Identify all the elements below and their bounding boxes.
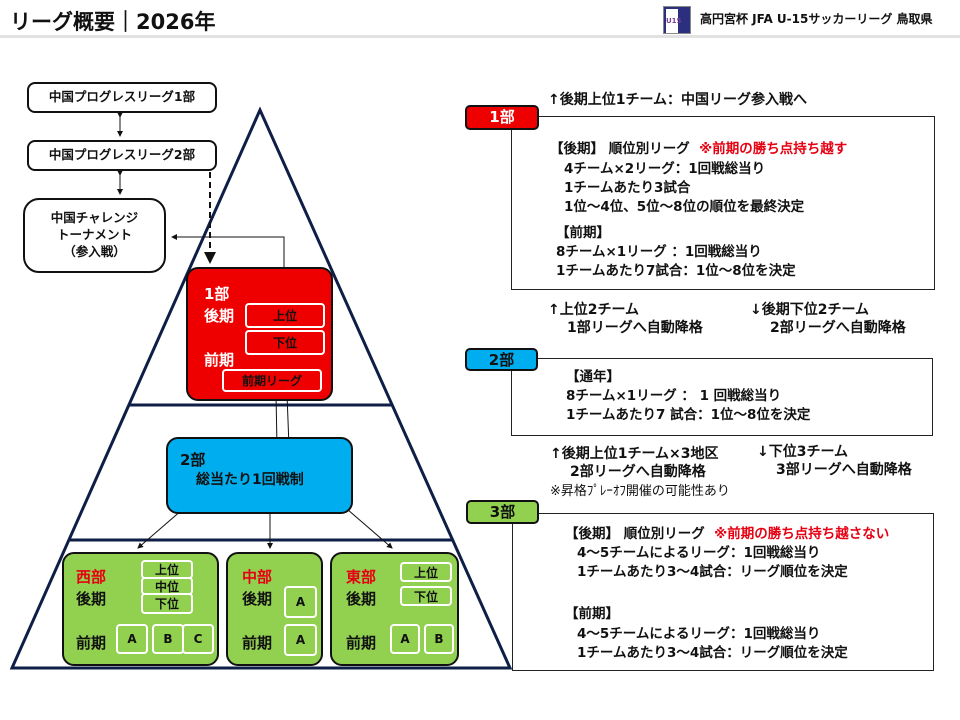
text-label: ↓下位3チーム: [757, 444, 849, 460]
group-box: B: [424, 624, 454, 654]
div1-details: 【後期】 順位別リーグ ※前期の勝ち点持ち越す 4チーム×2リーグ：1回戦総当り…: [511, 116, 935, 290]
text-label: 1部リーグへ自動降格: [567, 320, 703, 336]
text-label: 前期: [76, 634, 107, 652]
text-label: 後期: [346, 590, 377, 608]
group-box: C: [182, 624, 214, 654]
text-label: 西部: [76, 568, 107, 586]
text-label: 8チーム×1リーグ ：1回戦総当り: [556, 244, 762, 260]
text-label: ↑後期上位1チーム×3地区: [550, 446, 719, 462]
text-label: 東部: [346, 568, 377, 586]
text-label: 8チーム×1リーグ ： 1 回戦総当り: [566, 388, 782, 404]
division-2-box: 2部 総当たり1回戦制: [166, 437, 353, 514]
text-label: ↑上位2チーム: [548, 302, 640, 318]
text-label: 1位～4位、5位～8位の順位を最終決定: [564, 199, 805, 215]
div3-details: 【後期】 順位別リーグ ※前期の勝ち点持ち越さない 4～5チームによるリーグ：1…: [512, 513, 934, 671]
div1-tag: 1部: [465, 105, 539, 130]
east-region-box: 東部 後期 前期 上位 下位 A B: [330, 552, 459, 666]
text-label: 2部リーグへ自動降格: [770, 320, 906, 336]
text-label: ↓後期下位2チーム: [750, 302, 870, 318]
div2-desc: 総当たり1回戦制: [196, 472, 304, 488]
div2-details: 【通年】 8チーム×1リーグ ： 1 回戦総当り 1チームあたり7 試合：1位～…: [511, 358, 933, 436]
text-label: 【前期】: [556, 225, 610, 241]
group-box: A: [284, 586, 317, 618]
text-label: 【後期】 順位別リーグ: [550, 141, 690, 157]
text-label: 4チーム×2リーグ：1回戦総当り: [564, 161, 766, 177]
group-box: 下位: [400, 586, 452, 606]
text-label: 【通年】: [566, 369, 620, 385]
div1-early-league: 前期リーグ: [222, 369, 322, 392]
text-label: 1チームあたり7 試合：1位～8位を決定: [566, 407, 811, 423]
text-label: 【後期】 順位別リーグ: [565, 526, 705, 542]
text-label: 後期: [76, 590, 107, 608]
div1-lower-group: 下位: [245, 330, 325, 355]
text-label: 前期: [346, 634, 377, 652]
text-label: トーナメント: [56, 227, 132, 243]
text-label: ※前期の勝ち点持ち越す: [699, 141, 848, 157]
text-label: 中国チャレンジ: [50, 210, 139, 226]
text-label: 1チームあたり3～4試合：リーグ順位を決定: [577, 564, 848, 580]
group-box: A: [284, 624, 317, 656]
div1-name: 1部: [204, 285, 230, 303]
group-box: 下位: [141, 593, 193, 614]
group-box: B: [152, 624, 184, 654]
text-label: 2部リーグへ自動降格: [570, 464, 706, 480]
central-region-box: 中部 後期 前期 A A: [226, 552, 323, 666]
group-box: 上位: [400, 562, 452, 582]
text-label: （参入戦）: [63, 243, 126, 259]
logo-icon: U15: [663, 6, 691, 34]
logo-text: 高円宮杯 JFA U-15サッカーリーグ 鳥取県: [700, 12, 933, 26]
text-label: 【前期】: [565, 606, 619, 622]
text-label: ※前期の勝ち点持ち越さない: [714, 526, 890, 542]
div2-tag: 2部: [465, 348, 538, 371]
div3-tag: 3部: [466, 500, 539, 524]
text-label: U15: [666, 9, 681, 33]
text-label: 1チームあたり3～4試合：リーグ順位を決定: [577, 645, 848, 661]
progress-league-1: 中国プログレスリーグ1部: [27, 82, 217, 113]
text-label: ※昇格ﾌﾟﾚｰｵﾌ開催の可能性あり: [550, 484, 730, 499]
text-label: 中部: [242, 568, 273, 586]
text-label: 後期: [242, 590, 273, 608]
challenge-tournament: 中国チャレンジトーナメント（参入戦）: [23, 198, 166, 273]
division-1-box: 1部 後期 前期 上位 下位 前期リーグ: [186, 267, 333, 401]
text-label: 4～5チームによるリーグ：1回戦総当り: [577, 545, 821, 561]
div1-early-label: 前期: [204, 351, 235, 369]
pyramid-outline: [9, 106, 513, 670]
top-promotion-note: ↑後期上位1チーム：中国リーグ参入戦へ: [548, 92, 808, 108]
progress-league-2: 中国プログレスリーグ2部: [27, 140, 217, 171]
text-label: 前期: [242, 634, 273, 652]
group-box: A: [390, 624, 420, 654]
group-box: A: [116, 624, 148, 654]
text-label: 1チームあたり7試合：1位～8位を決定: [556, 263, 796, 279]
west-region-box: 西部 後期 前期 上位 中位 下位 A B C: [62, 552, 219, 666]
header-bar: リーグ概要｜2026年 U15 高円宮杯 JFA U-15サッカーリーグ 鳥取県: [0, 0, 960, 38]
text-label: 4～5チームによるリーグ：1回戦総当り: [577, 626, 821, 642]
div2-name: 2部: [180, 451, 206, 469]
page-title: リーグ概要｜2026年: [10, 10, 216, 34]
text-label: 1チームあたり3試合: [564, 180, 691, 196]
div1-late-label: 後期: [204, 307, 235, 325]
text-label: 3部リーグへ自動降格: [776, 462, 912, 478]
div1-upper-group: 上位: [245, 303, 325, 328]
